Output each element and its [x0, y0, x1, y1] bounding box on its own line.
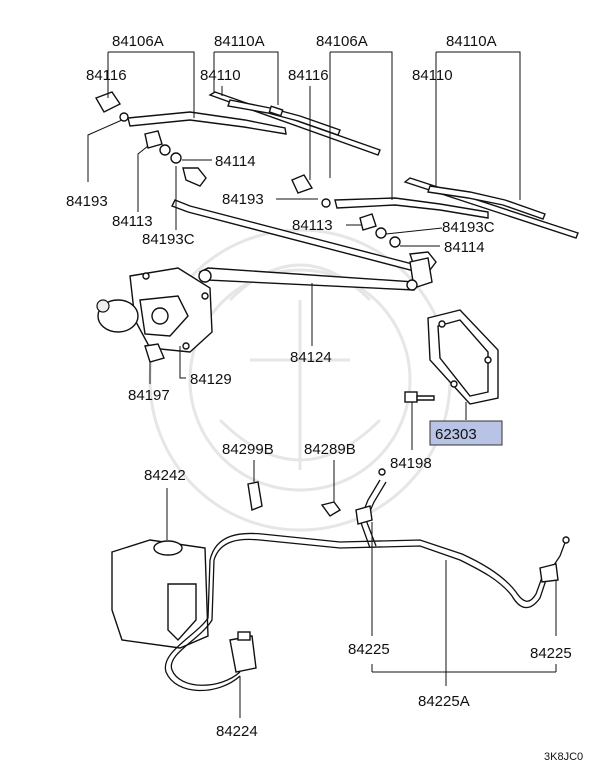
wiper-blade-right	[403, 177, 579, 239]
part-labels: 84106A 84110A 84106A 84110A 84116 84110 …	[66, 33, 583, 763]
motor-connector	[144, 343, 165, 363]
hose-clip-84299b	[247, 481, 263, 511]
wiper-arm-left	[94, 91, 287, 135]
leader-lines	[87, 51, 557, 718]
washer-tank	[111, 539, 209, 649]
hose-clip-84289b	[320, 501, 342, 517]
label-84114-right: 84114	[444, 239, 485, 256]
label-84110a-right: 84110A	[446, 33, 497, 50]
label-84114-left: 84114	[215, 153, 256, 170]
highlight-box-62303	[429, 420, 503, 446]
motor-gasket	[427, 309, 499, 405]
label-84242: 84242	[144, 467, 186, 484]
label-84110-left: 84110	[200, 67, 241, 84]
label-84110-right: 84110	[412, 67, 453, 84]
label-84225-right: 84225	[530, 645, 572, 662]
label-84225-left: 84225	[348, 641, 390, 658]
label-84193c-left: 84193C	[142, 231, 195, 248]
label-84197: 84197	[128, 387, 170, 404]
label-84224: 84224	[216, 723, 258, 740]
label-84193-right: 84193	[222, 191, 264, 208]
label-84116-left: 84116	[86, 67, 127, 84]
label-84193-left: 84193	[66, 193, 108, 210]
label-84193c-right: 84193C	[442, 219, 495, 236]
label-84106a-left: 84106A	[112, 33, 164, 50]
washer-pump	[229, 631, 257, 673]
label-84289b: 84289B	[304, 441, 356, 458]
wiper-linkage	[171, 199, 433, 291]
wiper-blade-left	[208, 91, 381, 156]
label-84113-right: 84113	[292, 217, 333, 234]
wiper-motor	[96, 267, 213, 353]
wiper-arm-right	[291, 174, 489, 219]
label-62303: 62303	[435, 426, 477, 443]
label-84106a-right: 84106A	[316, 33, 368, 50]
label-84129: 84129	[190, 371, 232, 388]
label-84113-left: 84113	[112, 213, 153, 230]
diagram-code: 3K8JC0	[544, 751, 583, 763]
washer-hoses	[164, 468, 570, 692]
label-84124: 84124	[290, 349, 332, 366]
bolt	[404, 391, 435, 403]
label-84116-right: 84116	[288, 67, 329, 84]
label-84198: 84198	[390, 455, 432, 472]
label-84299b: 84299B	[222, 441, 274, 458]
label-84225a: 84225A	[418, 693, 470, 710]
label-84110a-left: 84110A	[214, 33, 265, 50]
